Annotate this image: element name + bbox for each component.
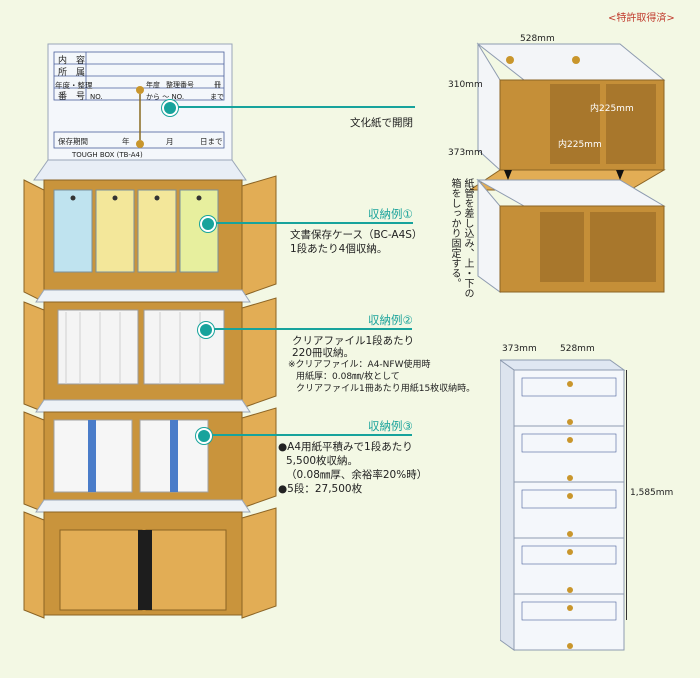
box-brand: TOUGH BOX (TB-A4): [72, 151, 143, 159]
dim-width: 528mm: [520, 34, 555, 44]
callout-ex2-line2: 220冊収納。: [292, 347, 355, 359]
box-storage-label: 保存期間: [58, 137, 88, 146]
box-field-no: NO.: [90, 93, 103, 101]
callout-dot-ex2: [198, 322, 214, 338]
dimension-diagram-stack: [500, 359, 626, 651]
callout-lid-text: 文化紙で開閉: [350, 117, 413, 129]
stack-depth: 373mm: [502, 344, 537, 354]
callout-ex2-note1: ※クリアファイル：A4-NFW使用時: [288, 360, 431, 370]
callout-dot-lid: [162, 100, 178, 116]
callout-ex2-title: 収納例②: [368, 313, 413, 327]
callout-dot-ex1: [200, 216, 216, 232]
stack-height: 1,585mm: [630, 488, 674, 498]
callout-ex2-line1: クリアファイル1段あたり: [292, 335, 415, 347]
callout-ex3-line3: （0.08㎜厚、余裕率20%時）: [286, 469, 428, 481]
stack-width: 528mm: [560, 344, 595, 354]
stack-height-line: [626, 370, 627, 620]
dim-inner-d: 内225mm: [558, 140, 602, 150]
dim-depth: 373mm: [448, 148, 483, 158]
box-storage-year: 年: [122, 137, 130, 146]
box-field-seiri: 整理番号: [166, 81, 194, 89]
callout-ex3-line2: 5,500枚収納。: [286, 455, 359, 467]
callout-ex1-line1: 文書保存ケース（BC-A4S）: [290, 229, 423, 241]
box-label-content: 内 容: [58, 56, 86, 66]
callout-ex2-note3: クリアファイル1冊あたり用紙15枚収納時。: [296, 384, 476, 394]
callout-ex3-line4: ●5段：27,500枚: [278, 483, 363, 495]
dimension-diagram-top: [470, 42, 666, 293]
box-field-satsu: 冊: [214, 81, 221, 89]
dim-inner-w: 内225mm: [590, 104, 634, 114]
callout-line-lid: [170, 106, 415, 108]
box-field-nendo: 年度: [146, 81, 160, 89]
callout-dot-ex3: [196, 428, 212, 444]
callout-ex1-line2: 1段あたり4個収納。: [290, 243, 388, 255]
callout-ex3-title: 収納例③: [368, 419, 413, 433]
fixing-instruction: 紙管を差し込み、上・下の箱をしっかり固定する。: [449, 178, 473, 298]
box-label-dept: 所 属: [58, 68, 86, 78]
patent-label: <特許取得済>: [608, 13, 675, 24]
box-label-number: 番 号: [58, 92, 86, 102]
callout-ex2-note2: 用紙厚：0.08㎜/枚として: [296, 372, 400, 382]
box-field-range: から ～ NO.: [146, 93, 185, 101]
stacked-box-illustration: [23, 43, 277, 619]
callout-ex3-line1: ●A4用紙平積みで1段あたり: [278, 441, 413, 453]
box-storage-day: 日まで: [200, 137, 223, 146]
callout-line-ex1: [208, 222, 413, 224]
box-storage-month: 月: [166, 137, 174, 146]
callout-ex1-title: 収納例①: [368, 207, 413, 221]
callout-line-ex3: [204, 434, 412, 436]
dim-height: 310mm: [448, 80, 483, 90]
box-label-year: 年度・整理: [55, 81, 93, 90]
box-field-made: まで: [210, 93, 224, 101]
callout-line-ex2: [206, 328, 412, 330]
